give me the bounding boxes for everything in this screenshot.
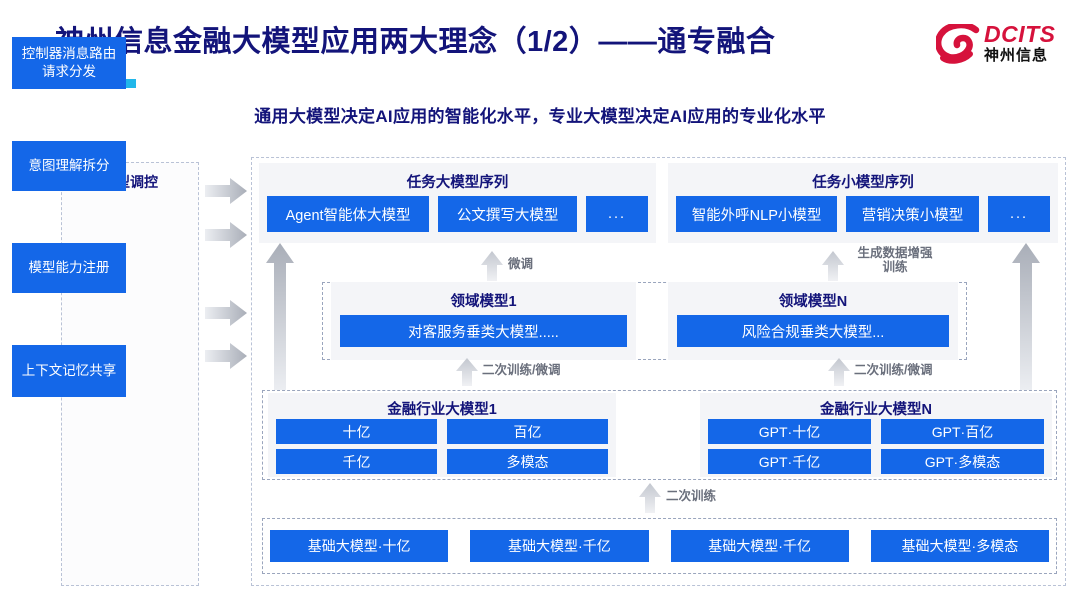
up-arrow-icon-retrain-finetune-left (456, 358, 478, 386)
domain-model-1-panel: 领域模型1 对客服务垂类大模型..... (331, 282, 636, 360)
task-large-model-chip-row: Agent智能体大模型 公文撰写大模型 ... (267, 196, 648, 232)
industry-model-n-panel: 金融行业大模型N GPT·十亿 GPT·百亿 GPT·千亿 GPT·多模态 (700, 393, 1052, 477)
industry-model-1-panel: 金融行业大模型1 十亿 百亿 千亿 多模态 (268, 393, 616, 477)
up-arrow-icon-right-tall (1012, 243, 1040, 391)
industry-model-n-title: 金融行业大模型N (820, 402, 932, 418)
up-arrow-icon-finetune (481, 251, 503, 281)
arrow-label-retrain-finetune-right: 二次训练/微调 (854, 363, 933, 377)
industry-model-n-cell-2[interactable]: GPT·百亿 (881, 419, 1044, 444)
base-model-chip-2[interactable]: 基础大模型·千亿 (470, 530, 649, 562)
control-item-router[interactable]: 控制器消息路由请求分发 (12, 37, 126, 89)
up-arrow-icon-retrain-finetune-right (828, 358, 850, 386)
domain-model-n-title: 领域模型N (778, 294, 848, 310)
right-arrow-icon-2 (205, 222, 247, 248)
domain-model-n-chip[interactable]: 风险合规垂类大模型... (677, 315, 949, 347)
dcits-swirl-icon (936, 24, 980, 64)
arrow-label-retrain-finetune-left: 二次训练/微调 (482, 363, 561, 377)
arrow-label-data-augmentation-line1: 生成数据增强 (857, 246, 933, 260)
arrow-label-data-augmentation-line2: 训练 (882, 260, 908, 274)
base-model-chip-3[interactable]: 基础大模型·千亿 (670, 530, 849, 562)
industry-model-1-cell-3[interactable]: 千亿 (276, 449, 437, 474)
task-small-model-sequence-panel: 任务小模型序列 智能外呼NLP小模型 营销决策小模型 ... (668, 163, 1058, 243)
industry-model-1-cell-1[interactable]: 十亿 (276, 419, 437, 444)
chip-more-small-models[interactable]: ... (988, 196, 1050, 232)
right-arrow-icon-4 (205, 343, 247, 369)
task-large-model-sequence-panel: 任务大模型序列 Agent智能体大模型 公文撰写大模型 ... (259, 163, 656, 243)
chip-marketing-decision-small-model[interactable]: 营销决策小模型 (846, 196, 979, 232)
task-small-model-sequence-title: 任务小模型序列 (812, 175, 914, 191)
chip-more-large-models[interactable]: ... (586, 196, 648, 232)
task-large-model-sequence-title: 任务大模型序列 (406, 175, 509, 191)
industry-model-n-cell-4[interactable]: GPT·多模态 (881, 449, 1044, 474)
industry-model-1-grid: 十亿 百亿 千亿 多模态 (276, 419, 608, 474)
chip-document-writing-large-model[interactable]: 公文撰写大模型 (438, 196, 577, 232)
control-item-registry[interactable]: 模型能力注册 (12, 243, 126, 293)
up-arrow-icon-retrain (639, 483, 661, 513)
domain-model-n-panel: 领域模型N 风险合规垂类大模型... (668, 282, 958, 360)
industry-model-n-cell-1[interactable]: GPT·十亿 (708, 419, 871, 444)
industry-model-n-cell-3[interactable]: GPT·千亿 (708, 449, 871, 474)
page-title: 神州信息金融大模型应用两大理念（1/2）——通专融合 (55, 26, 776, 58)
industry-model-n-grid: GPT·十亿 GPT·百亿 GPT·千亿 GPT·多模态 (708, 419, 1044, 474)
base-model-chip-4[interactable]: 基础大模型·多模态 (870, 530, 1049, 562)
domain-model-1-chip[interactable]: 对客服务垂类大模型..... (340, 315, 627, 347)
logo-wordmark: DCITS (984, 21, 1056, 47)
chip-agent-large-model[interactable]: Agent智能体大模型 (267, 196, 430, 232)
arrow-label-data-augmentation: 生成数据增强 训练 (849, 246, 941, 274)
base-model-chip-1[interactable]: 基础大模型·十亿 (270, 530, 449, 562)
arrow-label-finetune: 微调 (508, 257, 534, 271)
domain-model-1-title: 领域模型1 (450, 294, 517, 310)
right-arrow-icon-1 (205, 178, 247, 204)
right-arrow-icon-3 (205, 300, 247, 326)
logo-chinese-name: 神州信息 (984, 47, 1049, 64)
company-logo: DCITS 神州信息 (936, 20, 1064, 72)
base-models-row: 基础大模型·十亿 基础大模型·千亿 基础大模型·千亿 基础大模型·多模态 (270, 530, 1049, 562)
control-item-intent[interactable]: 意图理解拆分 (12, 141, 126, 191)
up-arrow-icon-left-tall (266, 243, 294, 391)
arrow-label-retrain: 二次训练 (666, 489, 717, 503)
industry-model-1-cell-4[interactable]: 多模态 (447, 449, 608, 474)
industry-model-1-title: 金融行业大模型1 (387, 402, 497, 418)
task-small-model-chip-row: 智能外呼NLP小模型 营销决策小模型 ... (676, 196, 1050, 232)
up-arrow-icon-data-augmentation (822, 251, 844, 281)
industry-model-1-cell-2[interactable]: 百亿 (447, 419, 608, 444)
control-item-context-memory[interactable]: 上下文记忆共享 (12, 345, 126, 397)
page-subtitle: 通用大模型决定AI应用的智能化水平，专业大模型决定AI应用的专业化水平 (254, 107, 826, 126)
chip-outbound-nlp-small-model[interactable]: 智能外呼NLP小模型 (676, 196, 838, 232)
